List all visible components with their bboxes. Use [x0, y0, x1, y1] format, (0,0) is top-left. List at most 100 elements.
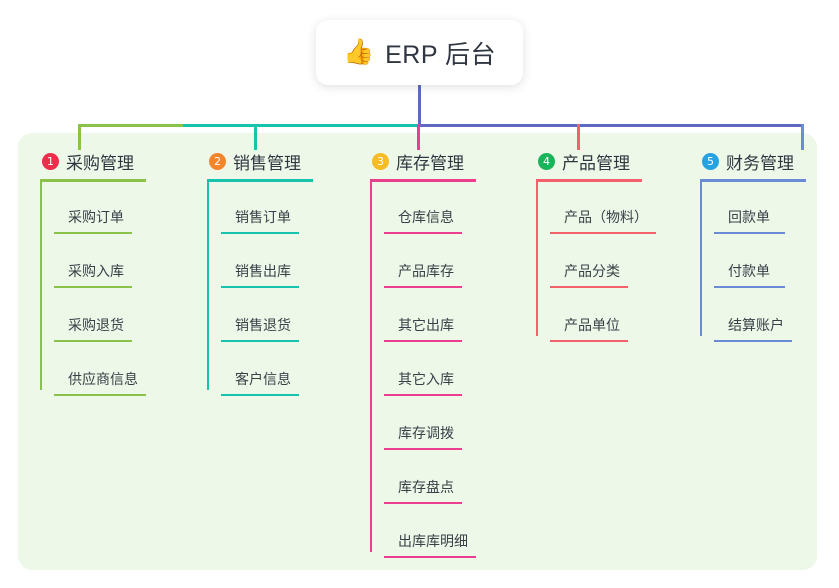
list-item[interactable]: 产品（物料）: [550, 182, 706, 236]
leaf-label: 库存盘点: [398, 479, 454, 495]
leaf-underline: [714, 232, 785, 234]
branch-underline-5: [700, 179, 806, 182]
leaf-label: 其它出库: [398, 317, 454, 333]
root-node-label: ERP 后台: [385, 40, 497, 69]
list-item[interactable]: 销售退货: [221, 290, 357, 344]
branch-header-3[interactable]: 3 库存管理: [370, 148, 530, 174]
leaf-label: 采购退货: [68, 317, 124, 333]
branch-badge-3: 3: [372, 152, 389, 170]
branch-column-1: 1 采购管理 采购订单 采购入库 采购退货 供应商信息: [40, 148, 190, 398]
leaf-underline: [54, 232, 132, 234]
leaf-underline: [550, 232, 656, 234]
list-item[interactable]: 销售订单: [221, 182, 357, 236]
branch-spine-4: [536, 182, 538, 336]
branch-column-4: 4 产品管理 产品（物料） 产品分类 产品单位: [536, 148, 706, 344]
trunk-segment-green: [78, 124, 185, 127]
branch-items-4: 产品（物料） 产品分类 产品单位: [536, 182, 706, 344]
leaf-underline: [384, 394, 462, 396]
leaf-label: 销售出库: [235, 263, 291, 279]
list-item[interactable]: 供应商信息: [54, 344, 190, 398]
leaf-underline: [714, 286, 785, 288]
branch-column-2: 2 销售管理 销售订单 销售出库 销售退货 客户信息: [207, 148, 357, 398]
branch-items-1: 采购订单 采购入库 采购退货 供应商信息: [40, 182, 190, 398]
branch-header-5[interactable]: 5 财务管理: [700, 148, 839, 174]
branch-spine-2: [207, 182, 209, 390]
branch-underline-4: [536, 179, 642, 182]
branch-title-2: 销售管理: [233, 153, 301, 173]
leaf-label: 产品单位: [564, 317, 620, 333]
list-item[interactable]: 其它入库: [384, 344, 530, 398]
leaf-underline: [384, 232, 462, 234]
root-node[interactable]: 👍 ERP 后台: [316, 20, 523, 85]
branch-drop-4: [577, 124, 580, 150]
leaf-label: 采购入库: [68, 263, 124, 279]
leaf-label: 结算账户: [728, 317, 784, 333]
branch-drop-5: [801, 124, 804, 150]
branch-header-1[interactable]: 1 采购管理: [40, 148, 190, 174]
leaf-label: 其它入库: [398, 371, 454, 387]
leaf-underline: [714, 340, 792, 342]
branch-header-4[interactable]: 4 产品管理: [536, 148, 706, 174]
list-item[interactable]: 销售出库: [221, 236, 357, 290]
leaf-underline: [384, 502, 462, 504]
branch-items-3: 仓库信息 产品库存 其它出库 其它入库 库存调拨 库存盘点: [370, 182, 530, 560]
list-item[interactable]: 产品分类: [550, 236, 706, 290]
leaf-underline: [221, 340, 299, 342]
leaf-underline: [54, 286, 132, 288]
branch-items-2: 销售订单 销售出库 销售退货 客户信息: [207, 182, 357, 398]
list-item[interactable]: 采购入库: [54, 236, 190, 290]
branch-spine-3: [370, 182, 372, 552]
leaf-label: 销售退货: [235, 317, 291, 333]
branch-title-1: 采购管理: [66, 153, 134, 173]
list-item[interactable]: 库存盘点: [384, 452, 530, 506]
leaf-label: 出库库明细: [398, 533, 468, 549]
list-item[interactable]: 结算账户: [714, 290, 839, 344]
leaf-label: 销售订单: [235, 209, 291, 225]
list-item[interactable]: 回款单: [714, 182, 839, 236]
branch-header-2[interactable]: 2 销售管理: [207, 148, 357, 174]
list-item[interactable]: 其它出库: [384, 290, 530, 344]
leaf-underline: [550, 286, 628, 288]
branch-title-5: 财务管理: [726, 153, 794, 173]
list-item[interactable]: 产品库存: [384, 236, 530, 290]
leaf-underline: [221, 232, 299, 234]
trunk-segment-blue: [417, 124, 804, 127]
leaf-label: 供应商信息: [68, 371, 138, 387]
list-item[interactable]: 出库库明细: [384, 506, 530, 560]
trunk-segment-teal: [183, 124, 419, 127]
leaf-underline: [384, 340, 462, 342]
branch-badge-5: 5: [702, 152, 719, 170]
leaf-label: 库存调拨: [398, 425, 454, 441]
leaf-underline: [384, 556, 476, 558]
leaf-underline: [550, 340, 628, 342]
leaf-label: 产品分类: [564, 263, 620, 279]
branch-column-3: 3 库存管理 仓库信息 产品库存 其它出库 其它入库 库存调拨: [370, 148, 530, 560]
diagram-panel: [18, 133, 817, 570]
branch-title-4: 产品管理: [562, 153, 630, 173]
branch-title-3: 库存管理: [396, 153, 464, 173]
leaf-underline: [54, 394, 146, 396]
list-item[interactable]: 付款单: [714, 236, 839, 290]
branch-spine-5: [700, 182, 702, 336]
list-item[interactable]: 客户信息: [221, 344, 357, 398]
list-item[interactable]: 仓库信息: [384, 182, 530, 236]
leaf-label: 客户信息: [235, 371, 291, 387]
list-item[interactable]: 库存调拨: [384, 398, 530, 452]
thumbs-up-icon: 👍: [342, 38, 375, 66]
branch-items-5: 回款单 付款单 结算账户: [700, 182, 839, 344]
leaf-underline: [221, 286, 299, 288]
leaf-label: 回款单: [728, 209, 770, 225]
leaf-label: 产品（物料）: [564, 209, 648, 225]
leaf-underline: [384, 286, 462, 288]
branch-badge-2: 2: [209, 152, 226, 170]
list-item[interactable]: 产品单位: [550, 290, 706, 344]
list-item[interactable]: 采购退货: [54, 290, 190, 344]
branch-badge-1: 1: [42, 152, 59, 170]
leaf-underline: [384, 448, 462, 450]
branch-drop-1: [78, 124, 81, 150]
list-item[interactable]: 采购订单: [54, 182, 190, 236]
leaf-label: 采购订单: [68, 209, 124, 225]
leaf-label: 产品库存: [398, 263, 454, 279]
branch-column-5: 5 财务管理 回款单 付款单 结算账户: [700, 148, 839, 344]
